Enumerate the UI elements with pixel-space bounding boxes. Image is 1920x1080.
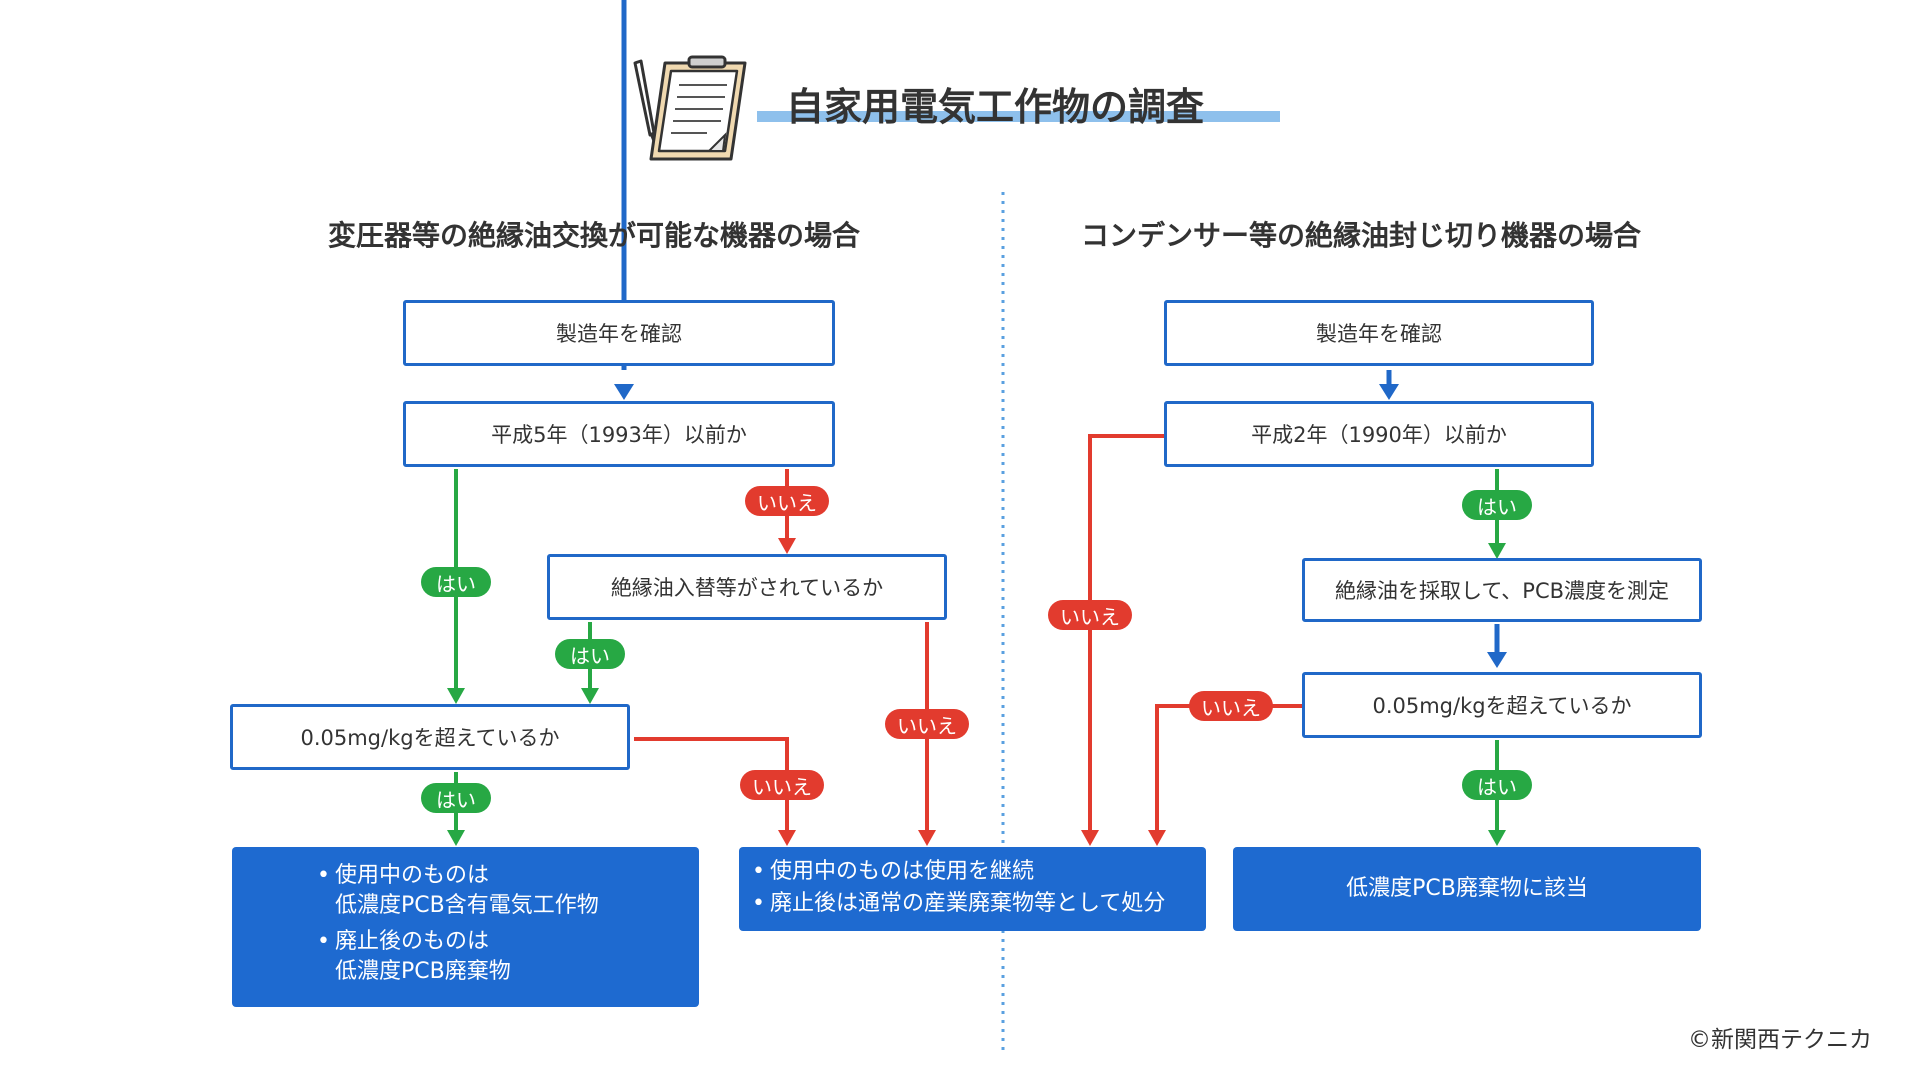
left-exceeds-threshold-question: 0.05mg/kgを超えているか (230, 704, 630, 770)
copyright-notice: ©新関西テクニカ (1688, 1027, 1872, 1053)
left-result-low-pcb: •使用中のものは 低濃度PCB含有電気工作物 •廃止後のものは 低濃度PCB廃棄… (232, 847, 699, 1007)
right-exceeds-threshold-question: 0.05mg/kgを超えているか (1302, 672, 1702, 738)
clipboard-illustration (627, 55, 757, 167)
left-section-heading: 変圧器等の絶縁油交換が可能な機器の場合 (328, 219, 861, 252)
shared-result-item-1: •使用中のものは使用を継続 (752, 859, 1035, 884)
shared-result-continue-use: •使用中のものは使用を継続 •廃止後は通常の産業廃棄物等として処分 (739, 847, 1206, 931)
left-yes-label-2: はい (555, 639, 625, 669)
left-result-item-2-detail: 低濃度PCB廃棄物 (335, 959, 511, 984)
title-underline (757, 111, 1280, 122)
right-no-label-2: いいえ (1189, 691, 1273, 721)
arrow-right-1-2 (1379, 370, 1399, 400)
left-check-manufacture-year: 製造年を確認 (403, 300, 835, 366)
left-yes-label-1: はい (421, 567, 491, 597)
left-no-label-2: いいえ (885, 709, 969, 739)
left-no-label-3: いいえ (740, 770, 824, 800)
right-yes-label-1: はい (1462, 490, 1532, 520)
left-result-item-1: •使用中のものは (317, 863, 490, 888)
pen-icon (633, 59, 656, 145)
arrow-right-no-4-result (1148, 704, 1302, 846)
right-before-1990-question: 平成2年（1990年）以前か (1164, 401, 1594, 467)
shared-result-item-2: •廃止後は通常の産業廃棄物等として処分 (752, 891, 1166, 916)
arrow-right-no-2-result (1081, 434, 1167, 846)
left-yes-label-3: はい (421, 783, 491, 813)
right-yes-label-2: はい (1462, 770, 1532, 800)
left-oil-replaced-question: 絶縁油入替等がされているか (547, 554, 947, 620)
right-no-label-1: いいえ (1048, 600, 1132, 630)
arrow-right-3-4 (1487, 624, 1507, 668)
right-measure-pcb-concentration: 絶縁油を採取して、PCB濃度を測定 (1302, 558, 1702, 622)
left-no-label-1: いいえ (745, 486, 829, 516)
right-check-manufacture-year: 製造年を確認 (1164, 300, 1594, 366)
arrow-left-no-4-result (634, 737, 796, 846)
clipboard-icon (649, 55, 747, 161)
left-result-item-1-detail: 低濃度PCB含有電気工作物 (335, 893, 599, 918)
left-before-1993-question: 平成5年（1993年）以前か (403, 401, 835, 467)
left-result-item-2: •廃止後のものは (317, 929, 490, 954)
page-title: 自家用電気工作物の調査 (786, 85, 1205, 129)
right-result-low-pcb-waste: 低濃度PCB廃棄物に該当 (1233, 847, 1701, 931)
right-section-heading: コンデンサー等の絶縁油封じ切り機器の場合 (1081, 219, 1642, 252)
